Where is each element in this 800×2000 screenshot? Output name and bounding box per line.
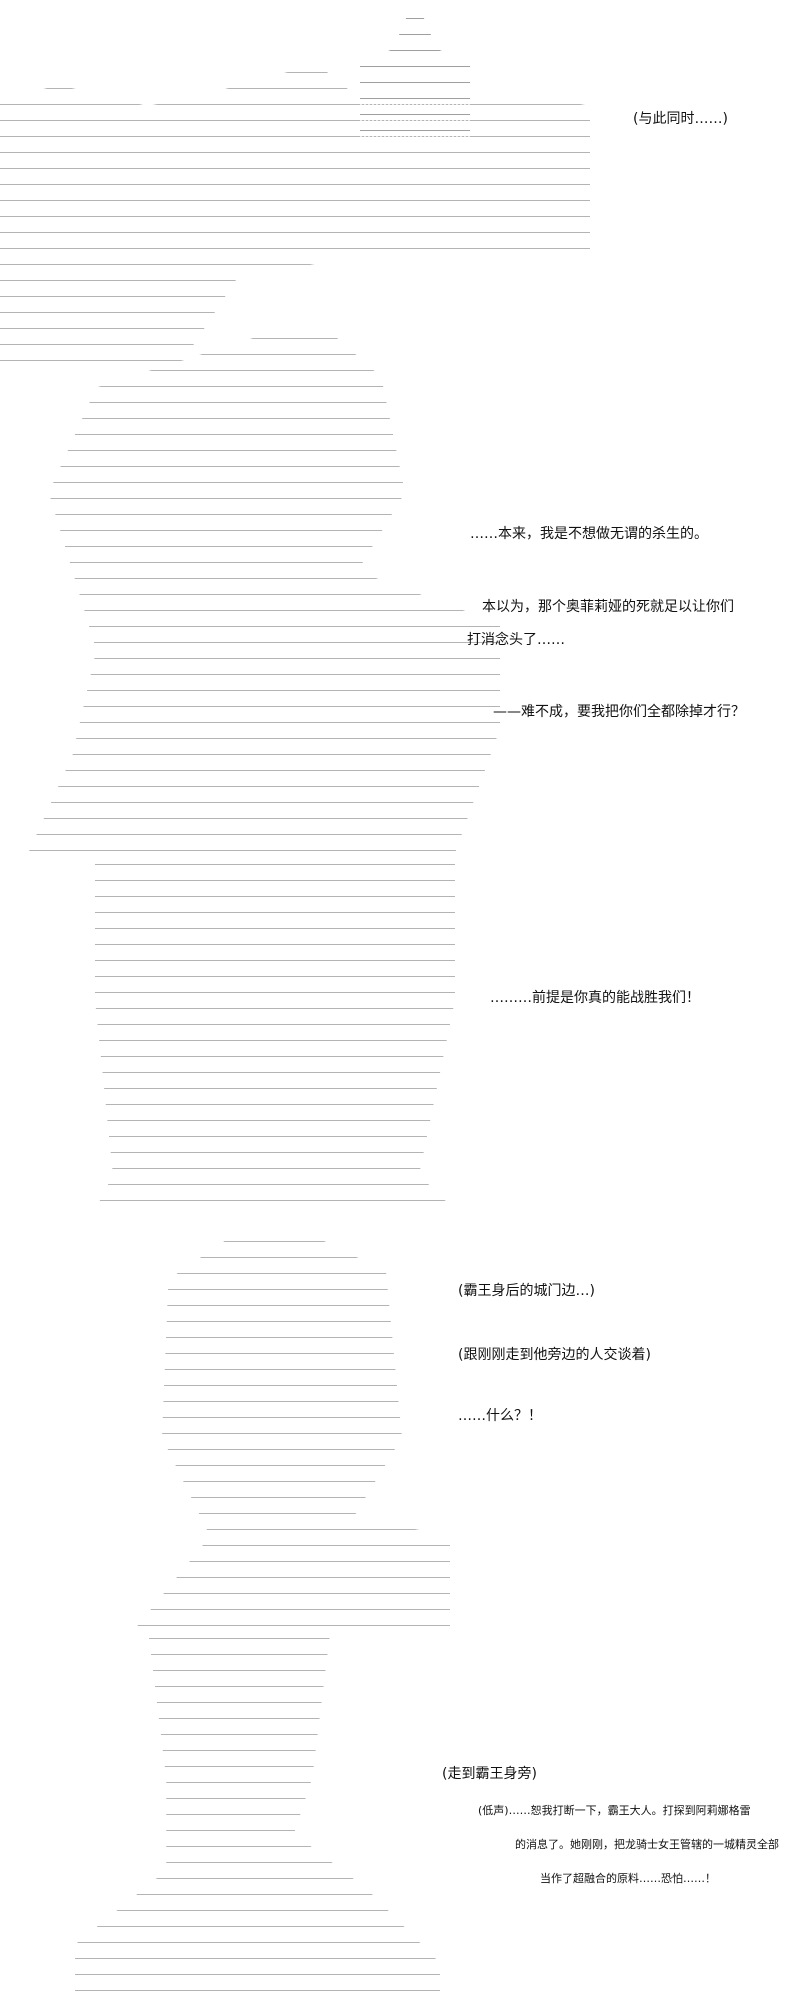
messenger-character-ascii-art	[75, 1630, 440, 2000]
narration-line: (霸王身后的城门边…)	[458, 1283, 595, 1299]
dialogue-line: (低声)……恕我打断一下，霸王大人。打探到阿莉娜格雷	[478, 1804, 751, 1817]
castle-landscape-ascii-art	[0, 70, 590, 370]
overlord-character-ascii-art	[25, 335, 500, 860]
dialogue-line: ——难不成，要我把你们全都除掉才行？	[493, 704, 745, 720]
dialogue-line: 本以为，那个奥菲莉娅的死就足以让你们	[482, 599, 734, 615]
dialogue-line: 打消念头了……	[467, 632, 565, 648]
hooded-character-ascii-art	[95, 860, 455, 1210]
narration-meanwhile: (与此同时……)	[633, 111, 728, 127]
narration-line: (跟刚刚走到他旁边的人交谈着)	[458, 1347, 651, 1363]
dialogue-line: ……本来，我是不想做无谓的杀生的。	[470, 526, 708, 542]
narration-line: (走到霸王身旁)	[442, 1766, 537, 1782]
dialogue-line: ……什么？！	[458, 1408, 542, 1424]
dialogue-line: ………前提是你真的能战胜我们！	[490, 990, 700, 1006]
gate-character-ascii-art	[130, 1240, 450, 1635]
castle-tower-ascii-art	[360, 10, 470, 140]
dialogue-line: 的消息了。她刚刚，把龙骑士女王管辖的一城精灵全部	[515, 1838, 779, 1851]
dialogue-line: 当作了超融合的原料……恐怕……！	[540, 1872, 716, 1885]
